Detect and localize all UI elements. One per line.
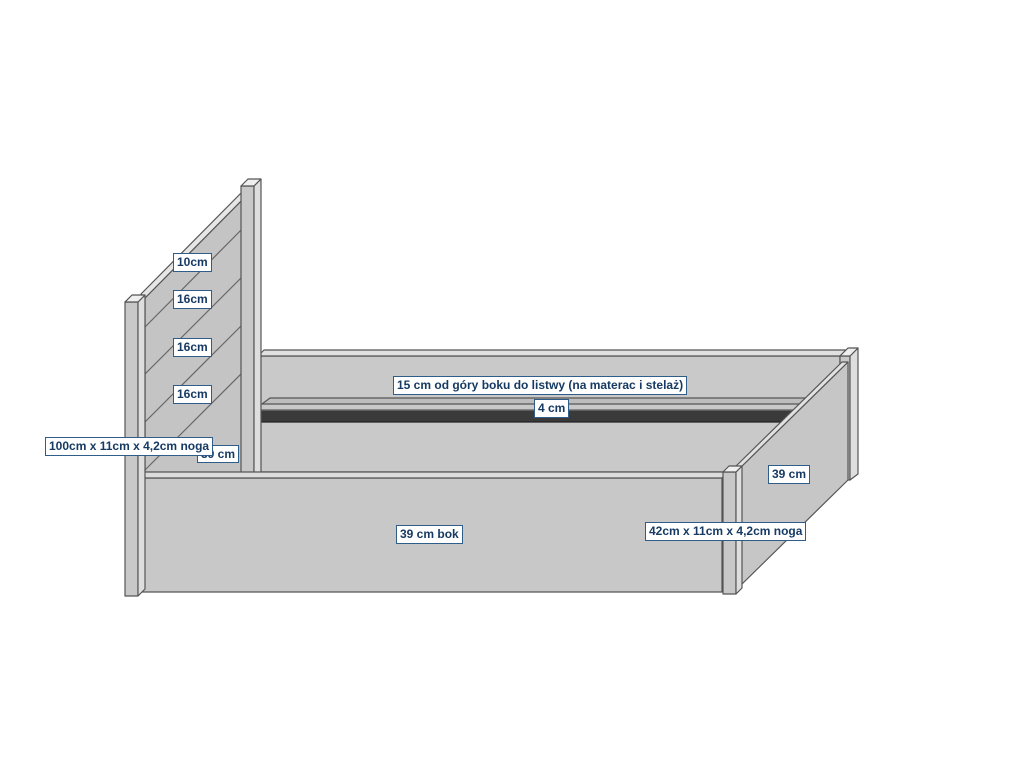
back-left-post-top [240, 178, 262, 187]
headboard-slat-top-label: 10cm [173, 253, 212, 272]
headboard-slat-line-3 [144, 314, 253, 423]
rail-thickness-label: 4 cm [534, 399, 570, 418]
headboard-panel [144, 189, 253, 477]
foot-leg-dimension-label: 42cm x 11cm x 4,2cm noga [645, 522, 807, 541]
headboard-slat-line-1 [144, 218, 253, 328]
headboard-slat-line-2 [144, 266, 253, 375]
back-side-board-top-edge [257, 349, 847, 357]
back-right-post-side [849, 347, 859, 481]
front-side-board-top-edge [137, 471, 729, 479]
head-leg-dimension-label: 100cm x 11cm x 4,2cm noga [45, 437, 214, 456]
headboard-slat-3-label: 16cm [173, 385, 212, 404]
headboard-slat-2-label: 16cm [173, 338, 212, 357]
front-left-leg-top [124, 294, 146, 303]
headboard-slat-1-label: 16cm [173, 290, 212, 309]
right-side-label: 39 cm [768, 465, 811, 484]
front-right-leg-top [722, 465, 743, 473]
inner-rail [257, 409, 801, 423]
back-left-post-side [253, 178, 262, 477]
rail-distance-label: 15 cm od góry boku do listwy (na materac… [393, 376, 688, 395]
front-side-label: 39 cm bok [396, 525, 463, 544]
back-right-post-top [839, 347, 859, 357]
back-left-post [240, 185, 255, 477]
